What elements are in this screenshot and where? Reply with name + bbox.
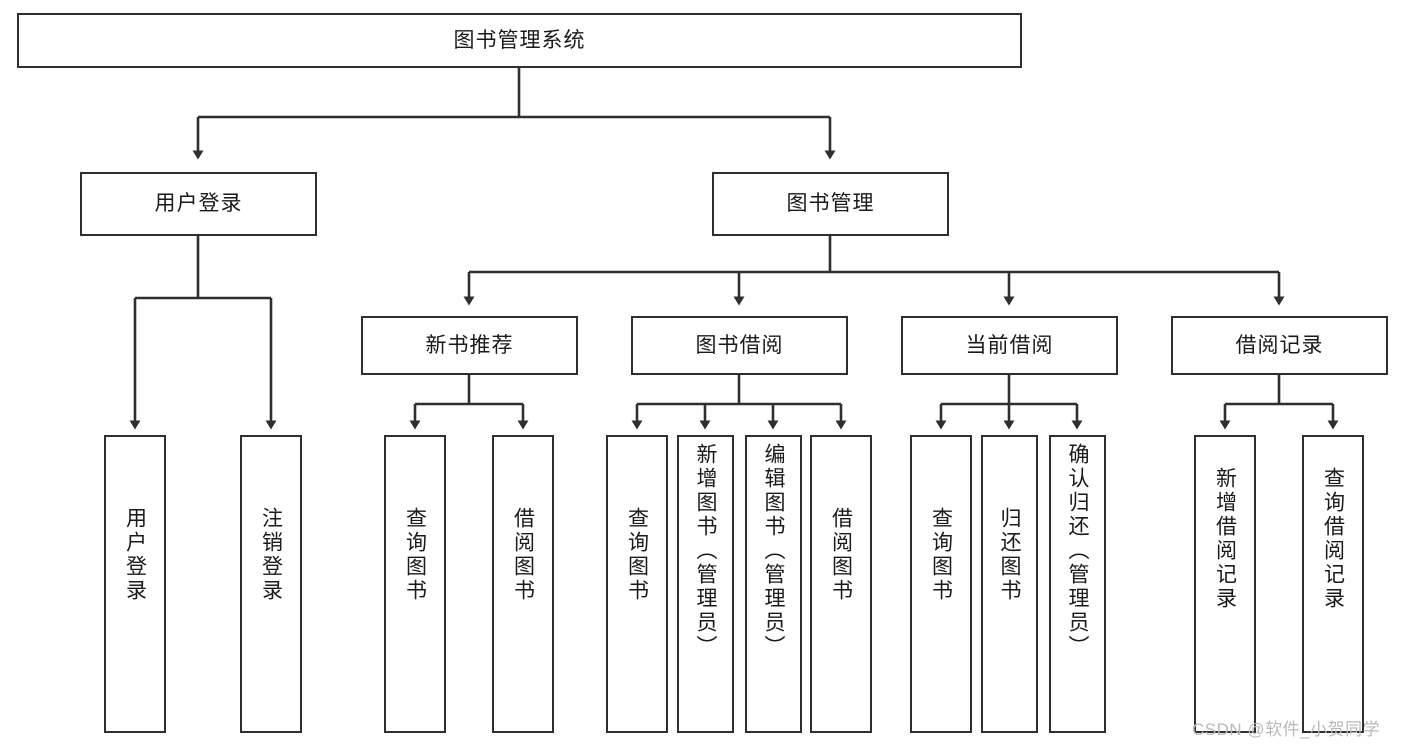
node-label: 查询图书 xyxy=(929,507,953,603)
leaf-borrow-query-book[interactable]: 查询图书 xyxy=(606,435,668,733)
node-label: 新增图书（管理员） xyxy=(694,443,717,659)
node-label: 图书借阅 xyxy=(695,333,784,357)
leaf-borrow-edit-book-admin[interactable]: 编辑图书（管理员） xyxy=(745,435,802,733)
node-label: 确认归还（管理员） xyxy=(1066,443,1089,659)
leaf-current-confirm-return-admin[interactable]: 确认归还（管理员） xyxy=(1049,435,1106,733)
node-label: 借阅记录 xyxy=(1235,333,1324,357)
node-book-management[interactable]: 图书管理 xyxy=(712,172,949,236)
node-root-system[interactable]: 图书管理系统 xyxy=(17,13,1022,68)
leaf-current-return-book[interactable]: 归还图书 xyxy=(981,435,1038,733)
node-label: 查询图书 xyxy=(403,507,427,603)
node-label: 新书推荐 xyxy=(425,333,514,357)
node-label: 图书管理 xyxy=(786,192,875,216)
node-label: 借阅图书 xyxy=(829,507,853,603)
node-current-borrow[interactable]: 当前借阅 xyxy=(901,316,1118,375)
leaf-recommend-borrow-book[interactable]: 借阅图书 xyxy=(492,435,554,733)
leaf-record-query-record[interactable]: 查询借阅记录 xyxy=(1302,435,1364,733)
node-user-login[interactable]: 用户登录 xyxy=(80,172,317,236)
leaf-user-login-login[interactable]: 用户登录 xyxy=(104,435,166,733)
node-label: 用户登录 xyxy=(154,192,243,216)
node-book-borrow[interactable]: 图书借阅 xyxy=(631,316,848,375)
node-label: 注销登录 xyxy=(259,507,283,603)
node-label: 查询图书 xyxy=(625,507,649,603)
leaf-recommend-query-book[interactable]: 查询图书 xyxy=(384,435,446,733)
node-label: 用户登录 xyxy=(123,507,147,603)
node-new-book-recommend[interactable]: 新书推荐 xyxy=(361,316,578,375)
node-borrow-record[interactable]: 借阅记录 xyxy=(1171,316,1388,375)
watermark-csdn: CSDN @软件_小贺同学 xyxy=(1192,720,1381,739)
node-label: 新增借阅记录 xyxy=(1213,467,1237,611)
node-label: 查询借阅记录 xyxy=(1321,467,1345,611)
node-label: 编辑图书（管理员） xyxy=(762,443,785,659)
leaf-borrow-add-book-admin[interactable]: 新增图书（管理员） xyxy=(677,435,734,733)
node-label: 图书管理系统 xyxy=(453,28,586,52)
leaf-borrow-borrow-book[interactable]: 借阅图书 xyxy=(810,435,872,733)
leaf-current-query-book[interactable]: 查询图书 xyxy=(910,435,972,733)
leaf-record-add-record[interactable]: 新增借阅记录 xyxy=(1194,435,1256,733)
node-label: 当前借阅 xyxy=(965,333,1054,357)
node-label: 归还图书 xyxy=(998,507,1021,603)
leaf-user-login-logout[interactable]: 注销登录 xyxy=(240,435,302,733)
node-label: 借阅图书 xyxy=(511,507,535,603)
